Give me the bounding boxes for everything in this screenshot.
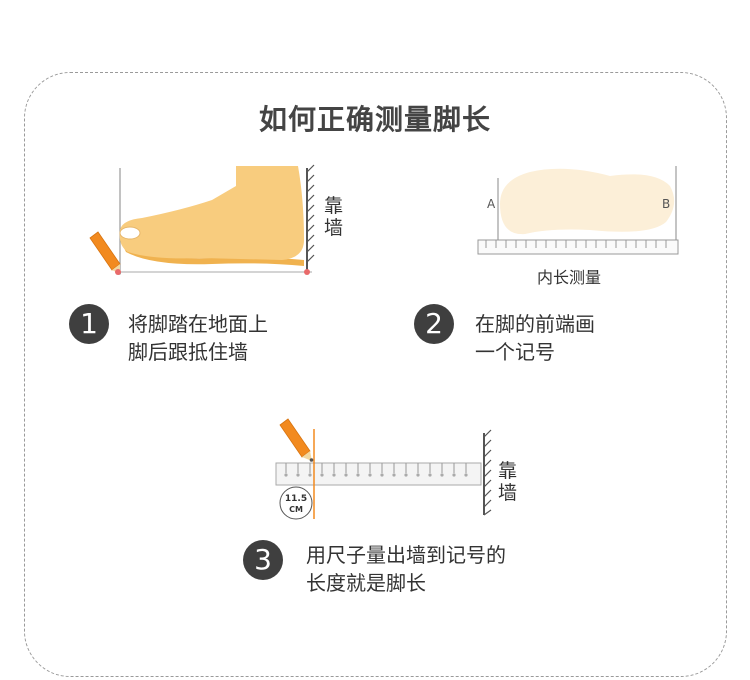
measure-unit: CM bbox=[289, 505, 303, 514]
step-2-badge: 2 bbox=[414, 304, 454, 344]
point-a-label: A bbox=[487, 197, 496, 211]
step-2-text: 在脚的前端画 一个记号 bbox=[475, 310, 595, 366]
pencil-icon-3 bbox=[279, 418, 314, 462]
step-1-text: 将脚踏在地面上 脚后跟抵住墙 bbox=[128, 310, 268, 366]
dashed-frame bbox=[24, 72, 727, 677]
page-title: 如何正确测量脚长 bbox=[258, 103, 491, 136]
insole-measure-illustration: A B bbox=[477, 166, 679, 255]
inner-length-caption: 内长测量 bbox=[537, 268, 602, 287]
ruler-to-wall-illustration: 11.5 CM bbox=[275, 418, 492, 520]
step-3-line-2: 长度就是脚长 bbox=[306, 571, 426, 595]
wall-label-1: 靠墙 bbox=[324, 195, 344, 239]
foot-against-wall-illustration bbox=[89, 164, 315, 275]
pencil-icon bbox=[89, 231, 121, 275]
step-1-line-1: 将脚踏在地面上 bbox=[128, 312, 268, 336]
heel-marker bbox=[115, 269, 121, 275]
step-1-line-2: 脚后跟抵住墙 bbox=[128, 340, 248, 364]
wall-label-3: 靠墙 bbox=[498, 460, 518, 504]
ruler-2 bbox=[477, 239, 679, 255]
step-3-text: 用尺子量出墙到记号的 长度就是脚长 bbox=[306, 541, 506, 597]
step-2-line-2: 一个记号 bbox=[475, 340, 555, 364]
step-3-line-1: 用尺子量出墙到记号的 bbox=[306, 543, 506, 567]
foot-shape bbox=[119, 166, 304, 260]
step-2-line-1: 在脚的前端画 bbox=[475, 312, 595, 336]
step-3-badge: 3 bbox=[243, 540, 283, 580]
insole-shape bbox=[500, 168, 675, 235]
toe-marker bbox=[304, 269, 310, 275]
measure-value: 11.5 bbox=[285, 494, 307, 504]
point-b-label: B bbox=[662, 197, 670, 211]
ruler-3 bbox=[275, 462, 482, 486]
step-1-badge: 1 bbox=[69, 304, 109, 344]
measure-badge bbox=[279, 486, 313, 520]
